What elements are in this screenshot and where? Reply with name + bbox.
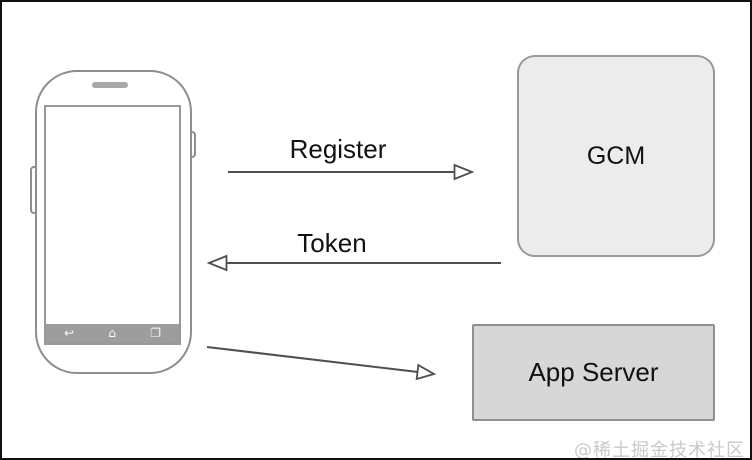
phone-navbar: ↩ ⌂ ❐ bbox=[46, 324, 179, 343]
register-arrow-label: Register bbox=[289, 134, 387, 164]
node-gcm: GCM bbox=[517, 55, 715, 257]
app-server-label: App Server bbox=[528, 357, 659, 387]
home-icon: ⌂ bbox=[108, 326, 116, 340]
phone-to-appserver-arrow bbox=[206, 346, 437, 381]
node-app-server: App Server bbox=[472, 324, 715, 421]
smartphone: ↩ ⌂ ❐ bbox=[35, 70, 192, 374]
register-arrow bbox=[228, 163, 475, 181]
token-arrow-label: Token bbox=[297, 228, 367, 258]
phone-speaker bbox=[92, 82, 128, 88]
token-arrow bbox=[206, 254, 501, 272]
phone-screen: ↩ ⌂ ❐ bbox=[44, 105, 181, 345]
back-icon: ↩ bbox=[64, 326, 75, 340]
gcm-label: GCM bbox=[586, 141, 646, 170]
recents-icon: ❐ bbox=[150, 326, 161, 340]
watermark: @稀土掘金技术社区 bbox=[574, 440, 745, 460]
